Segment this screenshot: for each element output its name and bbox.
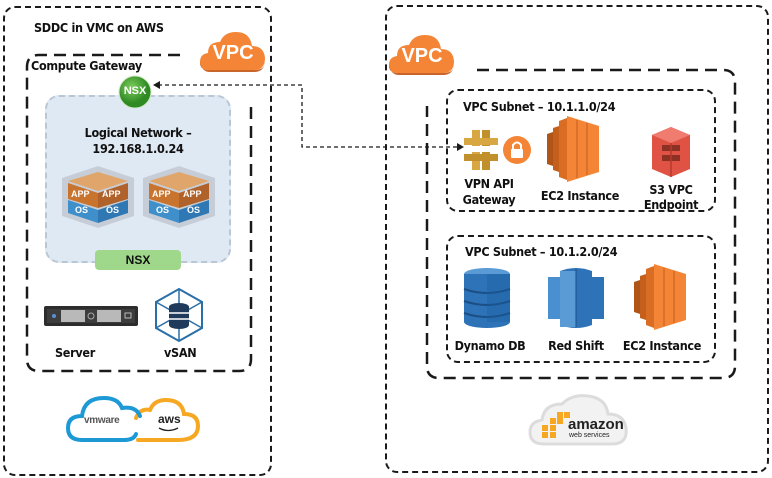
- vpc-badge-text: VPC: [401, 45, 443, 67]
- dynamodb-icon[interactable]: [462, 267, 512, 329]
- amazon-web-services-logo: amazon web services: [528, 392, 638, 450]
- ec2-label-2: EC2 Instance: [622, 338, 702, 353]
- ec2-icon[interactable]: [632, 264, 688, 330]
- ec2-label: EC2 Instance: [540, 188, 620, 203]
- vpc-cloud-icon: VPC: [198, 30, 268, 74]
- vm-app-right: APP: [102, 189, 121, 199]
- vm-os-left: OS: [75, 205, 89, 215]
- vm-os-right: OS: [187, 205, 201, 215]
- server-label: Server: [55, 345, 95, 360]
- compute-gateway-title: Compute Gateway: [31, 58, 142, 73]
- vm-app-right: APP: [183, 189, 202, 199]
- s3-icon[interactable]: [650, 127, 692, 177]
- logical-network-label-1: Logical Network –: [84, 125, 192, 140]
- redshift-label: Red Shift: [548, 338, 604, 353]
- api-gateway-icon[interactable]: [460, 130, 532, 170]
- compute-gateway-box: [25, 53, 253, 373]
- logical-network-label-2: 192.168.1.0.24: [92, 141, 184, 156]
- vpc-badge-text: VPC: [212, 42, 254, 64]
- aws-panel: [385, 5, 769, 473]
- subnet-2-box: [446, 235, 716, 363]
- arrowhead-left-icon: [153, 81, 160, 89]
- sddc-title: SDDC in VMC on AWS: [34, 20, 164, 35]
- s3-label-2: Endpoint: [643, 197, 699, 212]
- vm-icon[interactable]: APP APP OS OS: [60, 164, 136, 230]
- vm-os-right: OS: [106, 205, 120, 215]
- vsan-label: vSAN: [164, 345, 197, 360]
- vm-app-left: APP: [152, 189, 171, 199]
- vpc-box: [425, 68, 737, 380]
- amazon-wordmark: amazon: [568, 416, 624, 433]
- redshift-icon[interactable]: [548, 267, 604, 329]
- aws-smile-icon: [158, 427, 179, 432]
- nsx-bar[interactable]: NSX: [95, 250, 181, 270]
- subnet-1-box: [446, 89, 716, 212]
- nsx-gateway-label: NSX: [123, 85, 147, 97]
- vm-icon[interactable]: APP APP OS OS: [141, 164, 217, 230]
- vm-os-left: OS: [156, 205, 170, 215]
- sddc-panel: [3, 6, 272, 476]
- arrowhead-right-icon: [457, 143, 464, 151]
- ec2-icon[interactable]: [545, 116, 601, 182]
- server-icon[interactable]: [44, 304, 138, 328]
- subnet-1-title: VPC Subnet – 10.1.1.0/24: [463, 99, 616, 114]
- subnet-2-title: VPC Subnet – 10.1.2.0/24: [465, 244, 618, 259]
- vm-app-left: APP: [71, 189, 90, 199]
- api-gateway-label-2: Gateway: [462, 192, 516, 207]
- vmware-aws-logo: vmware aws: [64, 392, 212, 450]
- vpc-cloud-icon: VPC: [387, 33, 457, 77]
- vmware-wordmark: vmware: [84, 415, 120, 426]
- s3-label-1: S3 VPC: [649, 182, 693, 197]
- web-services-wordmark: web services: [569, 432, 610, 439]
- aws-wordmark: aws: [158, 412, 181, 426]
- dynamodb-label: Dynamo DB: [454, 338, 526, 353]
- nsx-gateway-icon[interactable]: NSX: [118, 75, 152, 109]
- api-gateway-label-1: VPN API: [464, 176, 514, 191]
- vsan-icon[interactable]: [153, 287, 205, 343]
